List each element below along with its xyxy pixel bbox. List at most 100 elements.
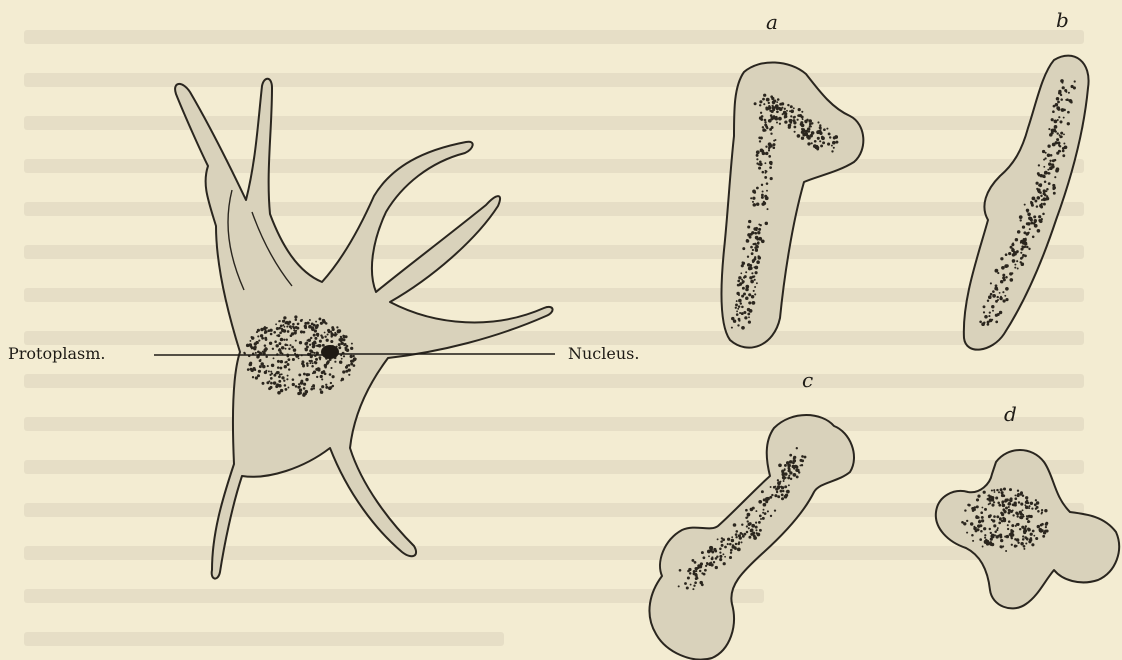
granule-dot bbox=[775, 106, 777, 108]
granule-dot bbox=[1010, 535, 1012, 537]
granule-dot bbox=[763, 94, 766, 97]
granule-dot bbox=[741, 306, 744, 309]
granule-dot bbox=[763, 509, 765, 511]
granule-dot bbox=[802, 118, 804, 120]
granule-dot bbox=[678, 585, 680, 587]
granule-dot bbox=[759, 104, 761, 106]
granule-dot bbox=[755, 229, 757, 231]
granule-dot bbox=[763, 103, 765, 105]
granule-dot bbox=[254, 369, 256, 371]
granule-dot bbox=[821, 137, 824, 140]
granule-dot bbox=[274, 340, 277, 343]
granule-dot bbox=[766, 98, 770, 102]
granule-dot bbox=[279, 376, 281, 378]
granule-dot bbox=[1056, 167, 1060, 171]
granule-dot bbox=[1031, 204, 1034, 207]
granule-dot bbox=[694, 561, 697, 564]
granule-dot bbox=[1012, 514, 1014, 516]
granule-dot bbox=[990, 532, 992, 534]
granule-dot bbox=[1037, 196, 1041, 200]
granule-dot bbox=[752, 301, 756, 305]
granule-dot bbox=[1067, 122, 1070, 125]
granule-dot bbox=[1041, 203, 1043, 205]
granule-dot bbox=[286, 344, 288, 346]
granule-dot bbox=[737, 308, 739, 310]
granule-dot bbox=[774, 494, 777, 497]
granule-dot bbox=[744, 316, 747, 319]
granule-dot bbox=[801, 455, 804, 458]
granule-dot bbox=[282, 320, 285, 323]
granule-dot bbox=[745, 297, 749, 301]
granule-dot bbox=[277, 366, 280, 369]
granule-dot bbox=[271, 372, 273, 374]
granule-dot bbox=[981, 507, 983, 509]
granule-dot bbox=[1004, 536, 1006, 538]
granule-dot bbox=[1033, 535, 1035, 537]
granule-dot bbox=[318, 317, 321, 320]
granule-dot bbox=[1012, 259, 1016, 263]
granule-dot bbox=[1054, 176, 1056, 178]
granule-dot bbox=[286, 339, 288, 341]
granule-dot bbox=[1039, 191, 1042, 194]
granule-dot bbox=[310, 337, 312, 339]
granule-dot bbox=[259, 365, 262, 368]
granule-dot bbox=[1028, 505, 1030, 507]
granule-dot bbox=[1014, 267, 1016, 269]
granule-dot bbox=[1061, 108, 1065, 112]
granule-dot bbox=[1062, 154, 1065, 157]
granule-dot bbox=[755, 244, 757, 246]
granule-dot bbox=[736, 292, 739, 295]
granule-dot bbox=[736, 530, 739, 533]
granule-dot bbox=[286, 378, 288, 380]
panel-letter-c: c bbox=[802, 370, 813, 390]
granule-dot bbox=[1055, 130, 1057, 132]
nucleus-spot bbox=[321, 345, 339, 359]
granule-dot bbox=[276, 327, 279, 330]
granule-dot bbox=[1002, 274, 1005, 277]
granule-dot bbox=[770, 114, 773, 117]
granule-dot bbox=[758, 500, 762, 504]
granule-dot bbox=[297, 386, 299, 388]
granule-dot bbox=[693, 570, 696, 573]
granule-dot bbox=[761, 194, 764, 197]
granule-dot bbox=[1041, 523, 1044, 526]
granule-dot bbox=[764, 119, 767, 122]
granule-dot bbox=[311, 386, 313, 388]
granule-dot bbox=[752, 276, 755, 279]
granule-dot bbox=[996, 529, 998, 531]
granule-dot bbox=[350, 347, 353, 350]
granule-dot bbox=[315, 358, 318, 361]
granule-dot bbox=[1054, 120, 1058, 124]
granule-dot bbox=[305, 378, 308, 381]
granule-dot bbox=[1001, 491, 1004, 494]
granule-dot bbox=[706, 562, 708, 564]
granule-dot bbox=[1025, 542, 1027, 544]
granule-dot bbox=[1041, 199, 1043, 201]
granule-dot bbox=[1060, 98, 1063, 101]
granule-dot bbox=[327, 333, 329, 335]
granule-dot bbox=[758, 228, 761, 231]
granule-dot bbox=[287, 330, 290, 333]
granule-dot bbox=[992, 290, 995, 293]
granule-dot bbox=[761, 490, 764, 493]
granule-dot bbox=[1058, 144, 1060, 146]
granule-dot bbox=[793, 116, 795, 118]
granule-dot bbox=[982, 546, 984, 548]
granule-dot bbox=[828, 132, 831, 135]
granule-dot bbox=[762, 98, 765, 101]
granule-dot bbox=[317, 344, 320, 347]
granule-dot bbox=[752, 243, 754, 245]
granule-dot bbox=[748, 527, 750, 529]
granule-dot bbox=[259, 359, 262, 362]
granule-dot bbox=[1049, 160, 1051, 162]
granule-dot bbox=[299, 388, 302, 391]
granule-dot bbox=[327, 329, 330, 332]
granule-dot bbox=[991, 534, 993, 536]
granule-dot bbox=[285, 321, 288, 324]
granule-dot bbox=[741, 524, 743, 526]
granule-dot bbox=[312, 342, 316, 346]
granule-dot bbox=[987, 300, 989, 302]
granule-dot bbox=[789, 460, 793, 464]
granule-dot bbox=[1031, 507, 1033, 509]
